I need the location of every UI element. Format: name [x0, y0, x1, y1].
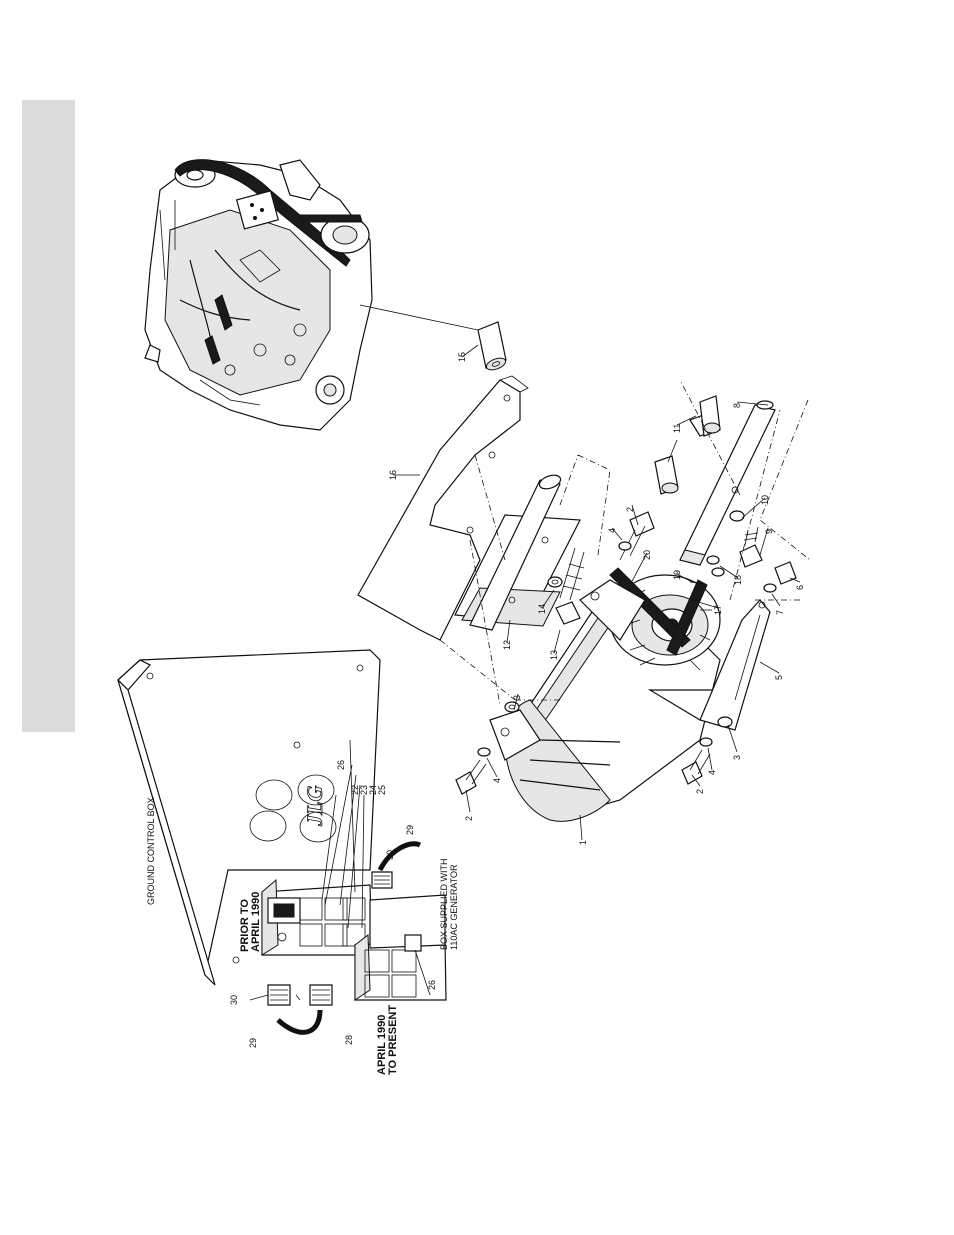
callout-29a: 29	[248, 1038, 258, 1048]
callout-5: 5	[774, 675, 784, 680]
svg-text:110AC GENERATOR: 110AC GENERATOR	[449, 864, 459, 950]
callout-2c: 2	[695, 789, 705, 794]
prior-to-label: PRIOR TO APRIL 1990	[239, 892, 262, 952]
bolt-2-left	[456, 760, 486, 794]
callout-26a: 26	[336, 760, 346, 770]
callout-14: 14	[537, 604, 547, 614]
callout-30b: 30	[385, 850, 395, 860]
engine-illustration	[145, 160, 372, 430]
outlet-box-prior	[262, 880, 372, 955]
box-supplied-label: BOX SUPPLIED WITH 110AC GENERATOR	[439, 858, 459, 950]
callout-19: 19	[672, 570, 682, 580]
washers-18	[707, 556, 724, 576]
bolt-9	[740, 527, 762, 567]
spacer-15	[478, 322, 507, 372]
callout-28: 28	[344, 1035, 354, 1045]
callout-18: 18	[733, 575, 743, 585]
svg-text:GROUND CONTROL BOX: GROUND CONTROL BOX	[146, 797, 156, 905]
callout-8: 8	[732, 403, 742, 408]
leader-15-engine	[360, 305, 478, 330]
brand-logo: JLG	[302, 786, 327, 827]
washer-14	[548, 577, 562, 587]
washer-4-left	[478, 748, 490, 756]
callout-26b: 26	[427, 980, 437, 990]
cable-29-left	[278, 1010, 320, 1032]
callout-4b: 4	[492, 778, 502, 783]
washer-10	[730, 511, 744, 521]
connector-28	[310, 985, 332, 1005]
ground-control-box-label: GROUND CONTROL BOX	[146, 797, 156, 905]
connector-30-right	[372, 872, 392, 888]
callout-10: 10	[760, 495, 770, 505]
connector-30-left	[268, 985, 290, 1005]
washer-7	[764, 584, 776, 592]
callout-7: 7	[775, 610, 785, 615]
callout-6: 6	[795, 585, 805, 590]
callout-1: 1	[578, 840, 588, 845]
callout-9: 9	[764, 529, 774, 534]
bolt-6	[775, 562, 796, 584]
callout-20: 20	[642, 550, 652, 560]
washer-3-lower	[718, 717, 732, 727]
bolt-2-lower	[682, 750, 710, 784]
svg-text:TO PRESENT: TO PRESENT	[387, 1005, 399, 1075]
spacer-11b	[655, 456, 678, 494]
spacer-11a	[690, 396, 720, 436]
svg-text:APRIL 1990: APRIL 1990	[250, 892, 262, 952]
callout-29b: 29	[405, 825, 415, 835]
callout-25: 25	[377, 785, 387, 795]
svg-text:JLG: JLG	[302, 786, 327, 827]
callout-2b: 2	[464, 816, 474, 821]
svg-text:BOX SUPPLIED WITH: BOX SUPPLIED WITH	[439, 858, 449, 950]
present-label: APRIL 1990 TO PRESENT	[376, 1005, 399, 1075]
callout-17: 17	[713, 605, 723, 615]
washer-4-upper	[619, 542, 631, 550]
callout-4c: 4	[707, 770, 717, 775]
washer-4-lower	[700, 738, 712, 746]
washer-3-upper	[505, 702, 519, 712]
callout-11: 11	[672, 424, 682, 433]
callout-3b: 3	[732, 755, 742, 760]
callout-30a: 30	[229, 995, 239, 1005]
